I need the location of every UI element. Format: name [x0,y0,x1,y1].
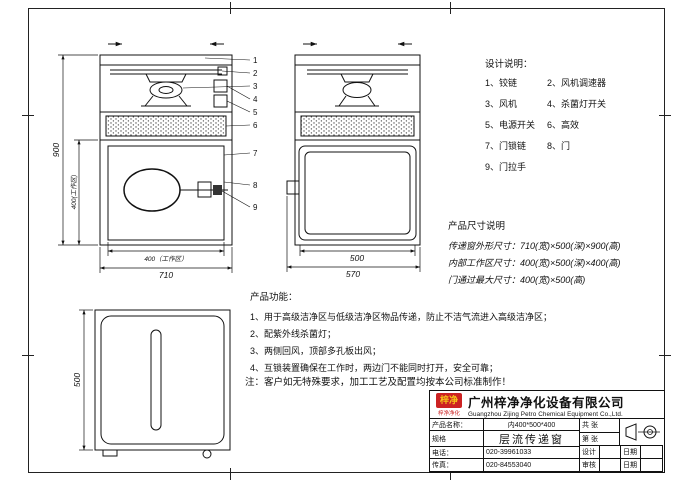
callout-9: 9 [253,203,258,212]
design-note-item: 9、门拉手 [485,162,527,172]
dim-overall-width: 710 [159,270,173,280]
side-dimension-lines [286,196,421,272]
size-notes: 产品尺寸说明 传递窗外形尺寸：710(宽)×500(深)×900(高) 内部工作… [448,218,663,289]
border-tick [22,355,34,356]
product-functions: 产品功能： 1、用于高级洁净区与低级洁净区物品传递，防止不洁气流进入高级洁净区；… [250,289,658,377]
drawing-border [28,8,665,473]
dim-door-height: 500 [72,373,82,387]
tel-value: 020-39961033 [484,447,580,459]
projection-symbol-icon [620,419,663,446]
front-dimension-lines [58,54,233,273]
checker-label: 审核 [580,459,600,472]
callout-leader-lines [182,57,251,208]
border-tick [450,468,451,480]
design-note-item: 3、风机 [485,99,518,109]
title-block-table: 产品名称： 内400*500*400 规格 层流传递窗 电话： 020-3996… [430,419,664,472]
pages-total: 共 张 [580,419,620,433]
hepa-filter-side [300,115,415,137]
callout-numbers: 1 2 3 4 5 6 7 8 9 [253,56,258,212]
front-view-drawing: 900 400(工作区) 400（工作区） 710 1 2 3 4 5 6 7 … [51,41,258,280]
feet [102,449,212,459]
title-block: 梓净 梓净净化 广州梓净净化设备有限公司 Guangzhou Zijing Pe… [429,390,665,473]
design-notes-title: 设计说明： [485,59,533,70]
design-note-item [547,160,657,173]
pages-index: 第 张 [580,432,620,446]
border-tick [230,2,231,14]
product-name-label: 产品名称： [430,419,484,431]
callout-1: 1 [253,56,258,65]
size-note-line: 内部工作区尺寸：400(宽)×500(深)×400(高) [448,258,621,268]
door-dimension-lines [79,309,93,451]
date-value [641,459,663,472]
callout-4: 4 [253,95,258,104]
product-functions-title: 产品功能： [250,292,298,303]
fax-label: 传真： [430,459,484,472]
dim-work-width: 400（工作区） [144,255,187,263]
dim-overall-height: 900 [51,143,61,157]
fan-assembly-side [307,69,408,107]
fax-value: 020-84553040 [484,459,580,472]
border-tick [450,2,451,14]
date-label: 日期 [621,459,641,472]
title-block-header: 梓净 梓净净化 广州梓净净化设备有限公司 Guangzhou Zijing Pe… [430,391,664,419]
door-panel-outline [94,309,231,451]
function-line: 3、两侧回风，顶部多孔板出风； [250,346,382,356]
design-note-item: 5、电源开关 [485,120,536,130]
hepa-filter [105,115,227,137]
designer-label: 设计 [580,446,600,459]
spec-label: 规格 [430,431,484,447]
callout-7: 7 [253,149,258,158]
function-line: 4、互锁装置确保在工作时，两边门不能同时打开，安全可靠； [250,363,499,373]
company-logo: 梓净 梓净净化 [430,392,468,417]
designer-value [600,446,621,459]
front-cabinet-outline [99,54,233,246]
dim-depth-outer: 570 [346,269,360,279]
logo-mark-icon: 梓净 [436,392,462,408]
design-note-item: 8、门 [547,141,571,151]
side-view-drawing: 500 570 [286,41,421,279]
callout-3: 3 [253,82,258,91]
spec-value: 内400*500*400 [484,419,580,431]
company-name-cn: 广州梓净净化设备有限公司 [468,395,625,410]
door-panel-view-drawing: 500 [72,309,231,459]
tel-label: 电话： [430,447,484,459]
design-note-item: 6、高效 [547,120,580,130]
function-line: 2、配紫外线杀菌灯； [250,329,337,339]
border-tick [22,115,34,116]
remark-note: 注：客户如无特殊要求，加工工艺及配置均按本公司标准制作！ [245,377,512,388]
design-note-item: 1、铰链 [485,78,518,88]
company-name-en: Guangzhou Zijing Petro Chemical Equipmen… [468,410,623,418]
date-label: 日期 [621,446,641,459]
design-note-item: 7、门锁链 [485,141,527,151]
side-cabinet-outline [286,54,421,246]
design-notes: 设计说明： 1、铰链 2、风机调速器 3、风机 4、杀菌灯开关 5、电源开关 6… [485,56,661,173]
product-name: 层流传递窗 [484,431,580,447]
design-note-item: 4、杀菌灯开关 [547,99,607,109]
date-value [641,446,663,459]
checker-value [600,459,621,472]
function-line: 1、用于高级洁净区与低级洁净区物品传递，防止不洁气流进入高级洁净区； [250,312,553,322]
door-handle-assembly [180,181,228,198]
callout-2: 2 [253,69,258,78]
door-window [123,168,181,212]
design-note-item: 2、风机调速器 [547,78,607,88]
size-notes-title: 产品尺寸说明 [448,221,506,232]
callout-5: 5 [253,108,258,117]
border-tick [659,355,671,356]
size-note-line: 传递窗外形尺寸：710(宽)×500(深)×900(高) [448,241,621,251]
border-tick [230,468,231,480]
dim-depth-inner: 500 [350,253,364,263]
callout-6: 6 [253,121,258,130]
size-note-line: 门通过最大尺寸：400(宽)×500(高) [448,275,586,285]
dim-work-height: 400(工作区) [70,175,78,210]
logo-caption: 梓净净化 [437,410,460,417]
fan-assembly [110,69,222,107]
callout-8: 8 [253,181,258,190]
border-tick [659,115,671,116]
